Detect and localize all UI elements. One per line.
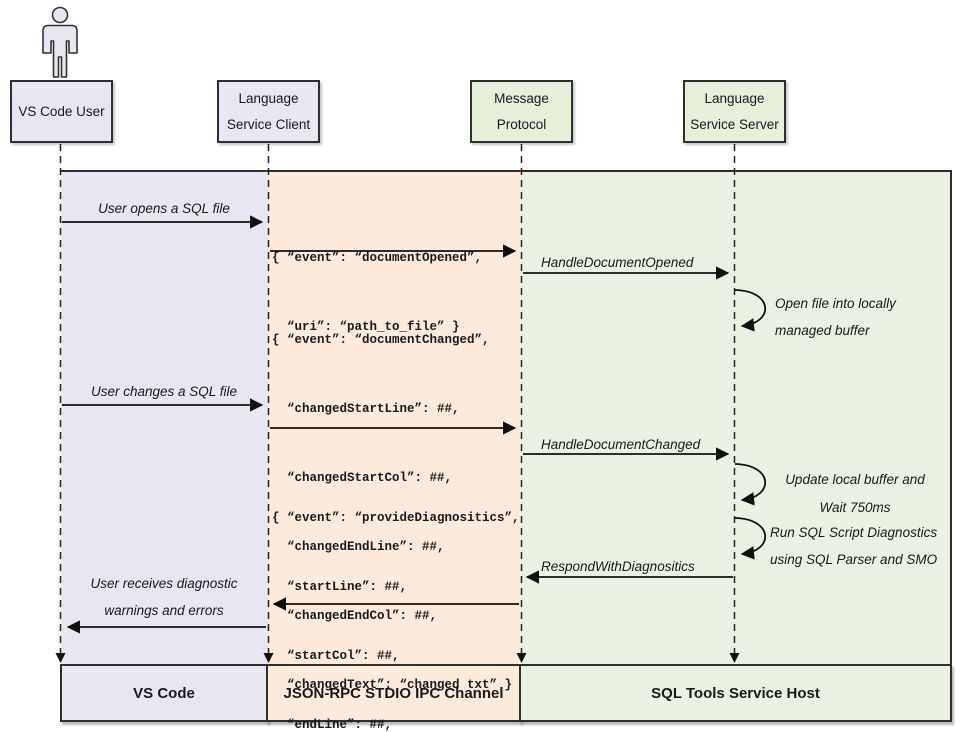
actor-box-message-protocol: Message Protocol <box>470 80 573 143</box>
lane-service-host <box>521 172 952 664</box>
note-line: Run SQL Script Diagnostics <box>770 525 938 540</box>
payload-line: “startLine”: ##, <box>272 580 408 594</box>
label-respond-with-diagnostics: RespondWithDiagnositics <box>541 559 695 574</box>
lane-top-border <box>61 170 952 172</box>
payload-line: { “event”: “documentChanged”, <box>272 333 490 347</box>
actor-label: Language <box>704 90 765 106</box>
label-user-opens: User opens a SQL file <box>98 201 230 216</box>
note-line: User receives diagnostic <box>90 576 238 591</box>
payload-line: “changedStartCol”: ##, <box>272 471 453 485</box>
actor-label: Service Server <box>690 116 779 132</box>
self-loop-open-file <box>734 289 767 332</box>
payload-line: “endLine”: ##, <box>272 718 393 732</box>
payload-line: “startCol”: ##, <box>272 649 400 663</box>
note-user-receives: User receives diagnostic warnings and er… <box>62 570 266 624</box>
actor-label: Language <box>238 90 299 106</box>
self-loop-update-buffer <box>734 463 767 506</box>
note-line: Update local buffer and <box>785 472 925 487</box>
payload-line: “changedText”: “changed txt” } <box>272 678 513 692</box>
footer-label: JSON-RPC STDIO IPC Channel <box>283 684 504 702</box>
actor-label: Protocol <box>496 116 547 132</box>
payload-line: { “event”: “documentOpened”, <box>272 251 483 265</box>
actor-label: Message <box>494 90 549 106</box>
note-update-buffer: Update local buffer and Wait 750ms <box>770 466 940 522</box>
note-line: managed buffer <box>775 323 870 338</box>
note-line: Wait 750ms <box>819 500 891 515</box>
footer-label: SQL Tools Service Host <box>651 684 820 702</box>
note-line: Open file into locally <box>775 296 896 311</box>
actor-box-vscode-user: VS Code User <box>10 80 113 143</box>
payload-document-changed: { “event”: “documentChanged”, “changedSt… <box>272 283 512 732</box>
note-run-diagnostics: Run SQL Script Diagnostics using SQL Par… <box>770 519 937 573</box>
payload-line: “changedEndLine”: ##, <box>272 540 445 554</box>
note-line: warnings and errors <box>104 603 224 618</box>
payload-provide-diagnostics: { “event”: “provideDiagnositics”, “start… <box>272 461 520 732</box>
payload-line: { “event”: “provideDiagnositics”, <box>272 511 520 525</box>
payload-line: “uri”: “path_to_file” } <box>272 320 460 334</box>
footer-box-service-host: SQL Tools Service Host <box>519 664 952 722</box>
note-open-file: Open file into locally managed buffer <box>775 290 896 344</box>
actor-box-language-service-server: Language Service Server <box>683 80 786 143</box>
footer-box-ipc-channel: JSON-RPC STDIO IPC Channel <box>266 664 521 722</box>
label-handle-document-opened: HandleDocumentOpened <box>541 255 694 270</box>
lifeline-end-arrowheads <box>55 653 740 663</box>
actor-box-language-service-client: Language Service Client <box>217 80 320 143</box>
label-user-changes: User changes a SQL file <box>90 384 238 399</box>
actor-label: VS Code User <box>18 103 105 119</box>
label-handle-document-changed: HandleDocumentChanged <box>541 437 701 452</box>
lane-right-border <box>950 170 952 666</box>
lane-vscode <box>61 172 268 664</box>
payload-line: “changedEndCol”: ##, <box>272 609 438 623</box>
footer-label: VS Code <box>133 684 195 702</box>
lane-ipc-channel <box>268 172 521 664</box>
payload-line: “changedStartLine”: ##, <box>272 402 460 416</box>
footer-box-vscode: VS Code <box>60 664 268 722</box>
payload-document-opened: { “event”: “documentOpened”, “uri”: “pat… <box>272 201 482 385</box>
note-line: using SQL Parser and SMO <box>770 552 938 567</box>
self-loop-run-diagnostics <box>734 517 767 560</box>
actor-label: Service Client <box>226 116 311 132</box>
user-actor-icon <box>42 6 78 78</box>
